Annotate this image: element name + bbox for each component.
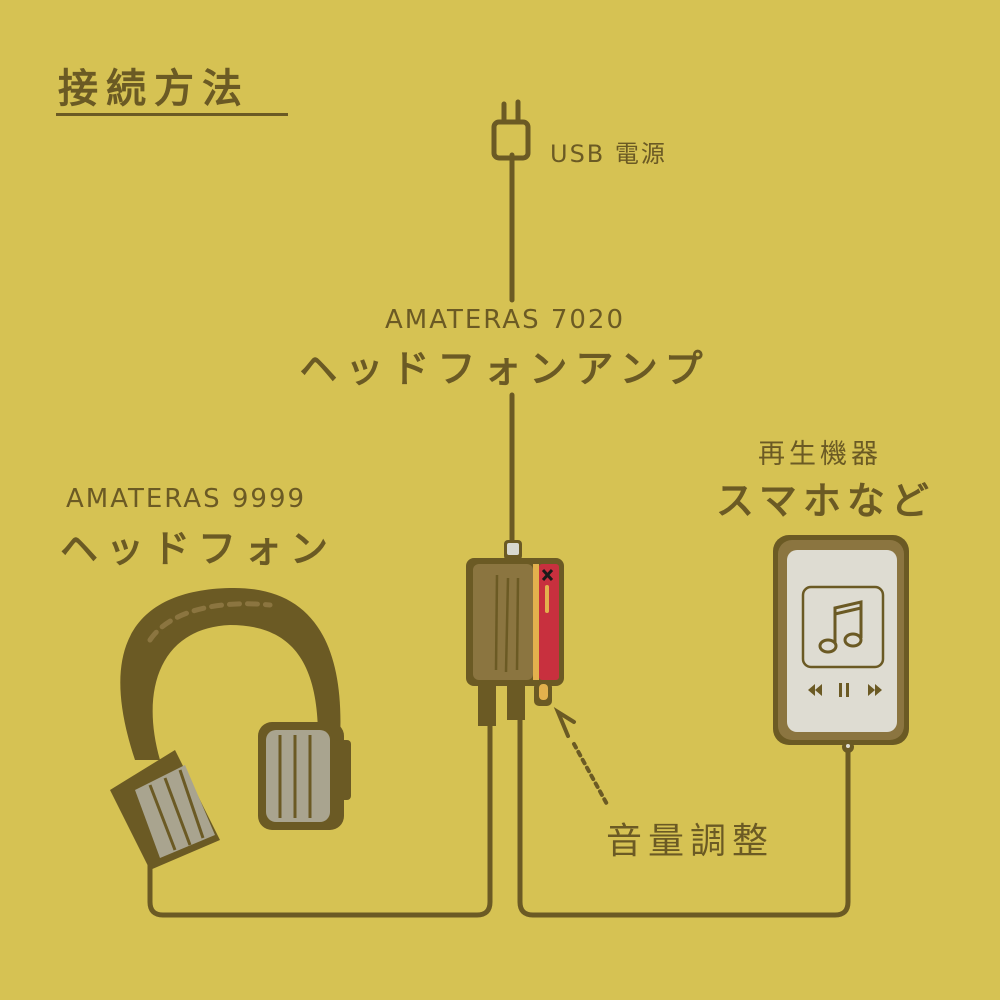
left-earcup: [110, 750, 220, 870]
title-underline: [56, 113, 288, 116]
usb-power-label: USB 電源: [550, 140, 667, 168]
rewind-icon: [808, 684, 822, 696]
amplifier-name-label: ヘッドフォンアンプ: [299, 347, 711, 391]
source-cable: [517, 717, 851, 918]
plug-icon: [491, 99, 531, 161]
headphones-model-label: AMATERAS 9999: [66, 484, 307, 514]
cables: [147, 152, 851, 918]
source-name-label: スマホなど: [716, 479, 935, 523]
headphone-cable: [147, 717, 493, 918]
volume-pointer-arrow: [553, 706, 610, 808]
playback-controls: [808, 683, 882, 697]
source-category-label: 再生機器: [758, 439, 882, 470]
headphones-icon: [110, 587, 351, 870]
amplifier-icon: [466, 540, 564, 726]
pause-icon: [839, 683, 842, 697]
music-note-icon: [818, 600, 863, 654]
smartphone-icon: [773, 535, 909, 753]
volume-control-label: 音量調整: [606, 821, 775, 862]
fast-forward-icon: [868, 684, 882, 696]
right-earcup: [258, 722, 351, 830]
headphones-name-label: ヘッドフォン: [60, 527, 337, 571]
amplifier-model-label: AMATERAS 7020: [384, 305, 626, 335]
page-title: 接続方法: [58, 66, 250, 112]
